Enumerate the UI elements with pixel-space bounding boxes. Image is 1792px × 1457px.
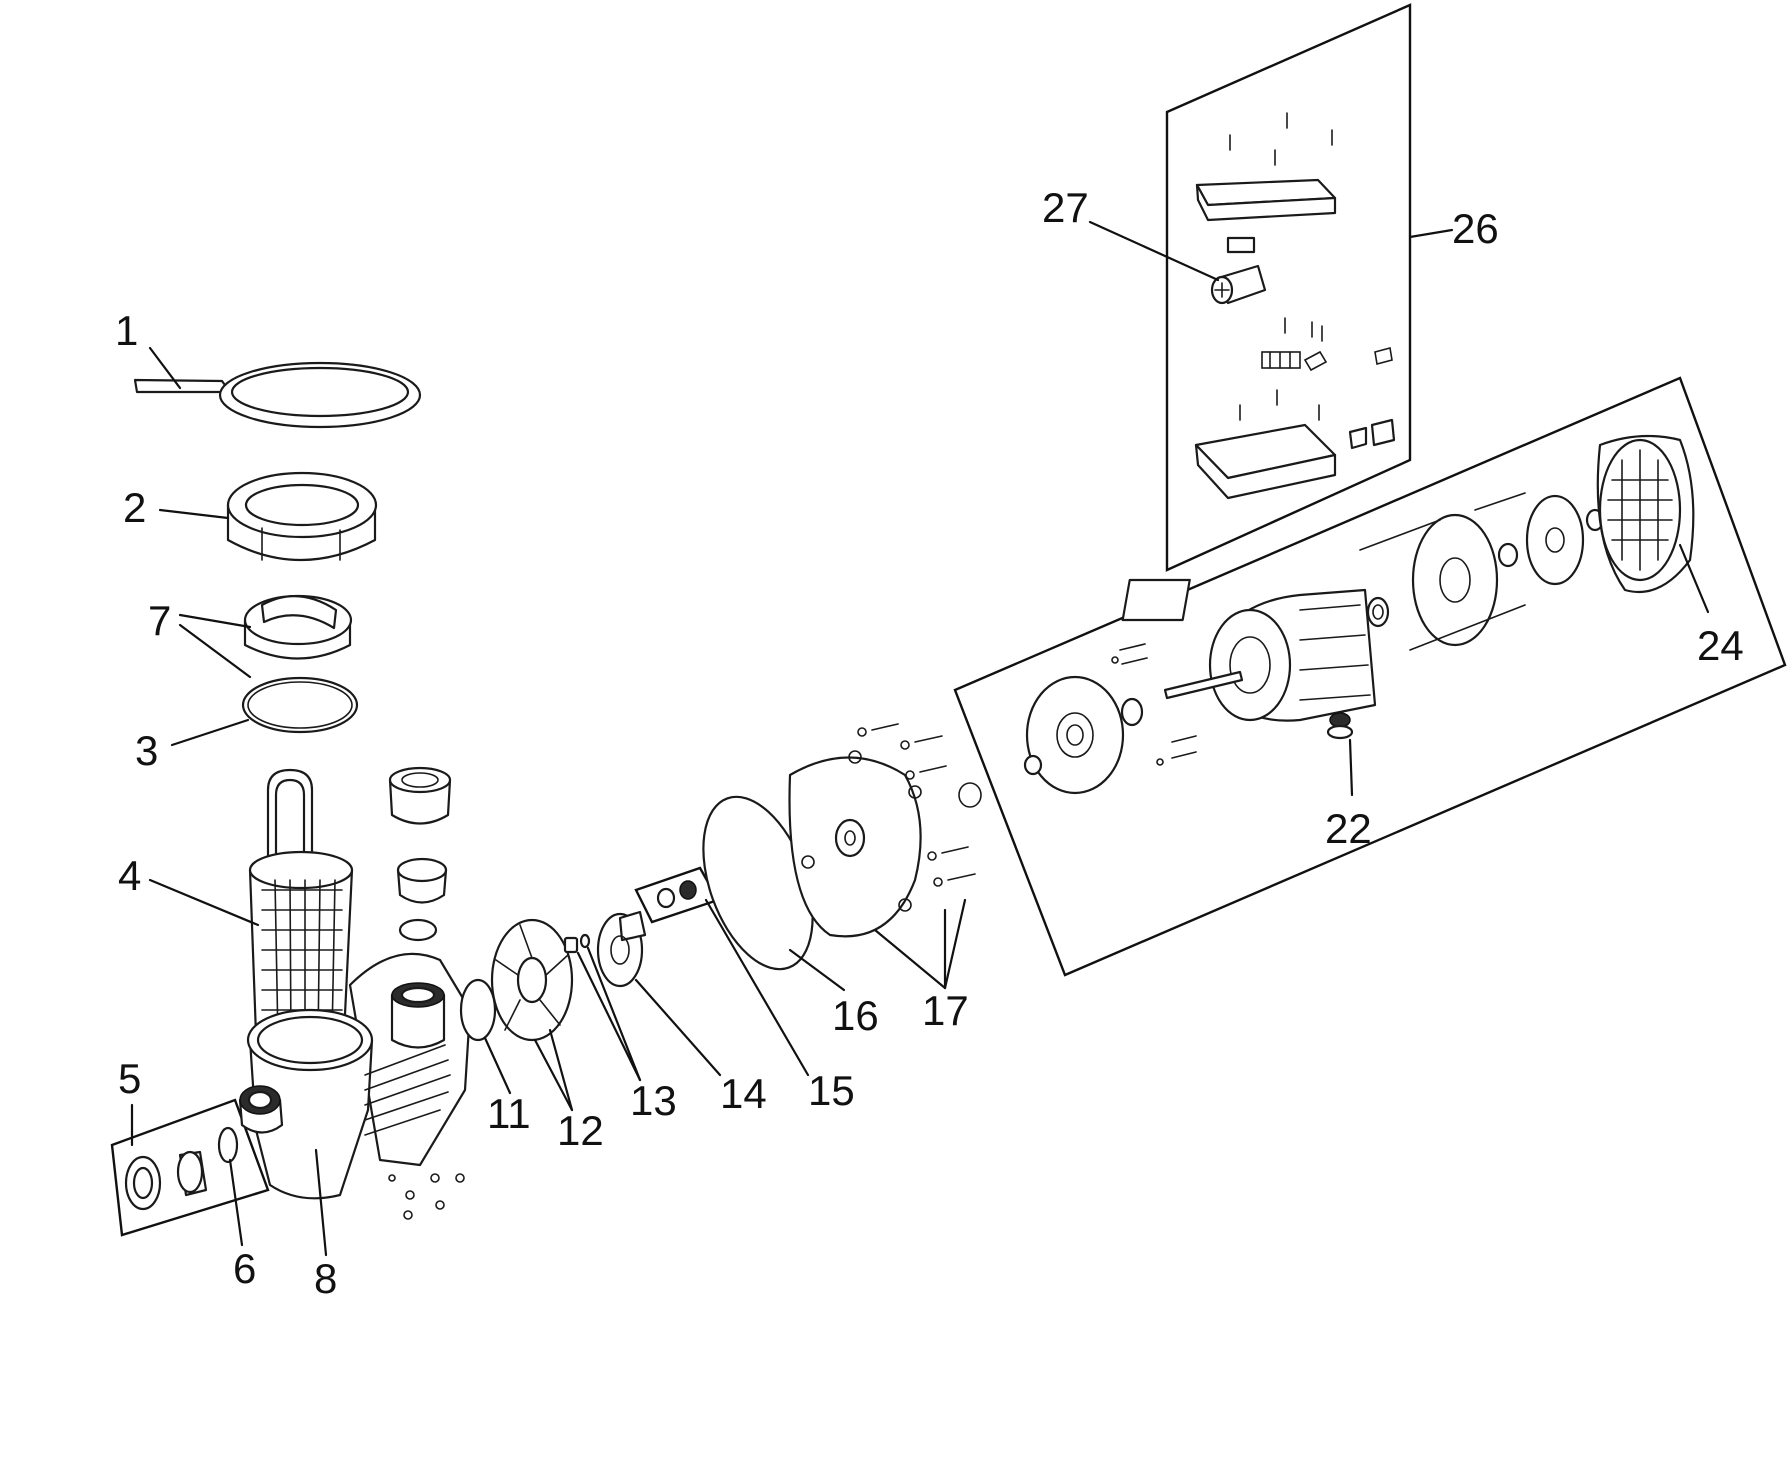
pump-housing-part bbox=[238, 952, 472, 1220]
callout-15: 15 bbox=[808, 1067, 855, 1114]
callout-13: 13 bbox=[630, 1077, 677, 1124]
callout-12: 12 bbox=[557, 1107, 604, 1154]
seal-plate-part bbox=[788, 750, 922, 938]
leader-27 bbox=[1088, 220, 1220, 282]
capacitor-part bbox=[1210, 264, 1267, 305]
leader-13a bbox=[576, 951, 642, 1082]
motor-bearing-part bbox=[1366, 596, 1390, 628]
fan-cover-part bbox=[1596, 434, 1695, 594]
callout-5: 5 bbox=[118, 1055, 141, 1102]
union-tail-part bbox=[396, 857, 448, 904]
leader-4 bbox=[148, 878, 260, 927]
control-box-group-frame bbox=[1165, 3, 1412, 572]
lid-o-ring-part bbox=[241, 676, 359, 734]
seal-plate-bolts-part bbox=[857, 723, 982, 887]
leader-13b bbox=[586, 946, 642, 1082]
callout-4: 4 bbox=[118, 852, 141, 899]
leader-7b bbox=[178, 623, 252, 679]
leader-26 bbox=[1408, 228, 1454, 239]
leader-6 bbox=[228, 1158, 244, 1247]
control-box-base-part bbox=[1194, 418, 1396, 500]
motor-front-flange-part bbox=[1023, 675, 1144, 795]
leader-17a bbox=[873, 928, 947, 990]
callout-11: 11 bbox=[487, 1090, 531, 1137]
leader-24 bbox=[1678, 543, 1710, 614]
terminal-block-part bbox=[1261, 347, 1393, 372]
motor-rear-cover-part bbox=[1359, 492, 1526, 651]
leader-1 bbox=[148, 346, 182, 390]
leader-12a bbox=[533, 1038, 574, 1112]
control-box-screws-part bbox=[1229, 112, 1333, 421]
leader-12b bbox=[548, 1028, 574, 1112]
union-o-ring-part bbox=[398, 918, 438, 942]
leader-11 bbox=[483, 1036, 512, 1095]
leader-16 bbox=[788, 948, 846, 992]
union-group-frame bbox=[110, 1098, 270, 1237]
callout-6: 6 bbox=[233, 1245, 256, 1292]
leader-2 bbox=[158, 508, 230, 520]
leader-14 bbox=[634, 978, 722, 1077]
callout-2: 2 bbox=[123, 484, 146, 531]
terminal-clip-part bbox=[1226, 236, 1256, 254]
leader-17c bbox=[943, 898, 967, 990]
callout-8: 8 bbox=[314, 1255, 337, 1302]
mechanical-seal-part bbox=[656, 880, 697, 909]
motor-foot-part bbox=[1326, 712, 1354, 740]
control-box-cover-part bbox=[1195, 178, 1337, 222]
leader-7a bbox=[178, 613, 252, 629]
callout-3: 3 bbox=[135, 727, 158, 774]
impeller-nut-part bbox=[563, 933, 591, 954]
diffuser-part bbox=[490, 918, 574, 1042]
callout-14: 14 bbox=[720, 1070, 767, 1117]
strainer-basket-part bbox=[248, 768, 354, 1049]
diffuser-o-ring-part bbox=[459, 978, 497, 1042]
callout-17: 17 bbox=[922, 987, 969, 1034]
strainer-lid-part bbox=[243, 594, 353, 660]
motor-screws-part bbox=[1111, 643, 1197, 766]
callout-24: 24 bbox=[1697, 622, 1744, 669]
lock-ring-part bbox=[226, 471, 378, 561]
lid-wrench-part bbox=[133, 361, 422, 429]
leader-8 bbox=[314, 1148, 328, 1257]
callout-1: 1 bbox=[115, 307, 138, 354]
callout-27: 27 bbox=[1042, 184, 1089, 231]
leader-15 bbox=[704, 898, 810, 1077]
motor-body-part bbox=[1121, 578, 1377, 722]
callout-7: 7 bbox=[148, 597, 171, 644]
union-nut-part bbox=[388, 766, 452, 825]
impeller-part bbox=[596, 910, 647, 988]
callout-26: 26 bbox=[1452, 205, 1499, 252]
leader-22 bbox=[1348, 738, 1354, 797]
motor-group-frame bbox=[953, 376, 1787, 977]
leader-3 bbox=[170, 718, 250, 747]
callout-16: 16 bbox=[832, 992, 879, 1039]
fan-part bbox=[1497, 494, 1605, 586]
callout-22: 22 bbox=[1325, 805, 1372, 852]
union-set-part bbox=[124, 1126, 239, 1211]
